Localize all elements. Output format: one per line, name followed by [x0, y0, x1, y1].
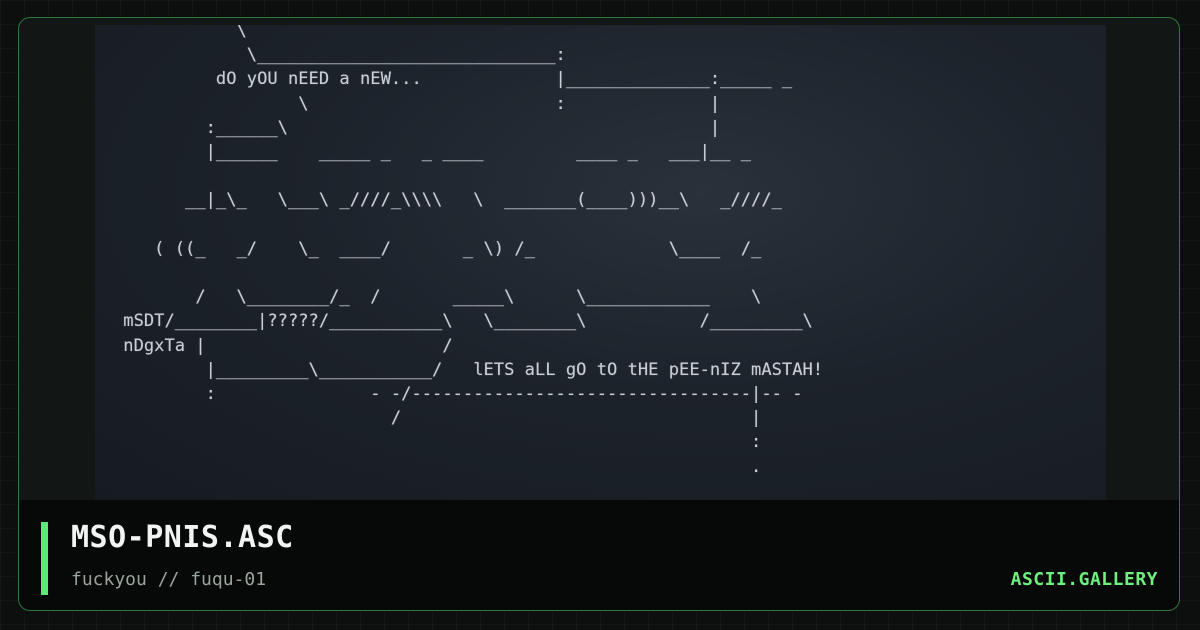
ascii-art-frame: \ \_____________________________: dO yOU…: [95, 25, 1106, 501]
ascii-art-text: \ \_____________________________: dO yOU…: [123, 25, 824, 477]
preview-card: \ \_____________________________: dO yOU…: [18, 17, 1180, 611]
artwork-subtitle: fuckyou // fuqu-01: [71, 569, 267, 590]
artwork-title: MSO-PNIS.ASC: [71, 520, 294, 555]
card-footer: MSO-PNIS.ASC fuckyou // fuqu-01 ASCII.GA…: [19, 500, 1179, 610]
site-brand[interactable]: ASCII.GALLERY: [1010, 569, 1158, 590]
accent-bar: [41, 522, 48, 595]
